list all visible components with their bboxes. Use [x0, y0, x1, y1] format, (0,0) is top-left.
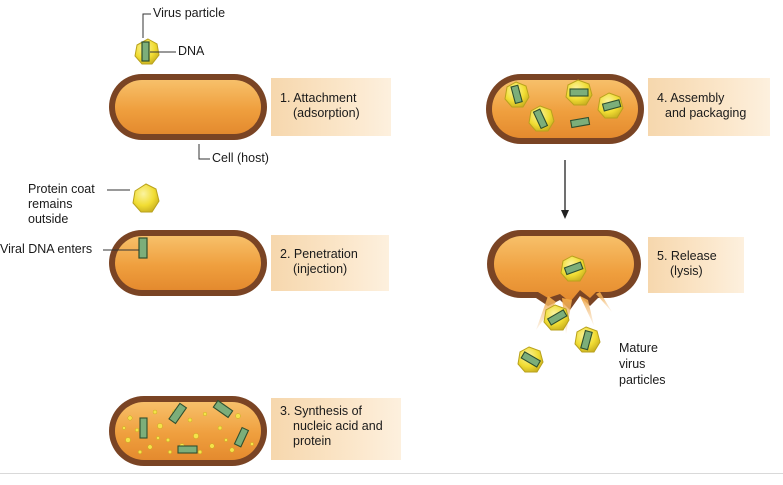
step-line: 3. Synthesis of: [280, 404, 362, 418]
step-line: 2. Penetration: [280, 247, 358, 261]
step-penetration-box: 2. Penetration (injection): [271, 235, 389, 291]
protein-coat-line: outside: [28, 212, 69, 226]
cell-synthesis: [109, 396, 267, 466]
step-attachment-box: 1. Attachment (adsorption): [271, 78, 391, 136]
mature-virus: [574, 326, 601, 353]
step-line: nucleic acid and: [293, 419, 383, 433]
free-dna: [569, 116, 591, 129]
mature-virus: [543, 304, 570, 331]
assembling-virus: [597, 92, 624, 119]
step-line: 1. Attachment: [280, 91, 357, 105]
step-arrow: [561, 160, 569, 219]
assembling-virus: [504, 81, 530, 108]
mature-virus: [517, 346, 544, 373]
step-line: 5. Release: [657, 249, 717, 263]
protein-coat-line: remains: [28, 197, 73, 211]
viral-dna-enters-label: Viral DNA enters: [0, 242, 93, 256]
step-line: (adsorption): [293, 106, 360, 120]
cell-assembly: [486, 74, 644, 144]
step-line: protein: [293, 434, 332, 448]
step-line: (injection): [293, 262, 348, 276]
cell-attachment: [109, 74, 267, 140]
cell-release: [487, 230, 641, 334]
releasing-virus: [560, 255, 587, 282]
protein-coat-label: Protein coat remains outside: [28, 182, 95, 227]
bottom-border: [0, 473, 783, 474]
mature-virus-label: Mature virus particles: [619, 340, 666, 388]
step-line: 4. Assembly: [657, 91, 725, 105]
assembling-virus: [528, 105, 555, 132]
cell-penetration: [109, 230, 267, 296]
step-assembly-box: 4. Assembly and packaging: [648, 78, 770, 136]
empty-protein-coat: [132, 183, 160, 213]
virus-particle-leader: [142, 13, 151, 38]
virus-particle-label: Virus particle: [153, 6, 226, 20]
assembling-virus: [565, 79, 593, 106]
step-release-box: 5. Release (lysis): [648, 237, 744, 293]
mature-virus-line: virus: [619, 357, 646, 371]
mature-virus-line: Mature: [619, 341, 658, 355]
mature-virus-line: particles: [619, 373, 666, 387]
injected-dna: [138, 237, 148, 259]
protein-coat-line: Protein coat: [28, 182, 95, 196]
cell-host-label: Cell (host): [212, 151, 269, 165]
synthesized-dna: [139, 399, 250, 454]
step-line: and packaging: [665, 106, 747, 120]
virus-particle-attached: [134, 38, 160, 65]
step-synthesis-box: 3. Synthesis of nucleic acid and protein: [271, 398, 401, 460]
cell-host-leader: [198, 144, 210, 160]
dna-label: DNA: [178, 44, 205, 58]
step-line: (lysis): [670, 264, 703, 278]
